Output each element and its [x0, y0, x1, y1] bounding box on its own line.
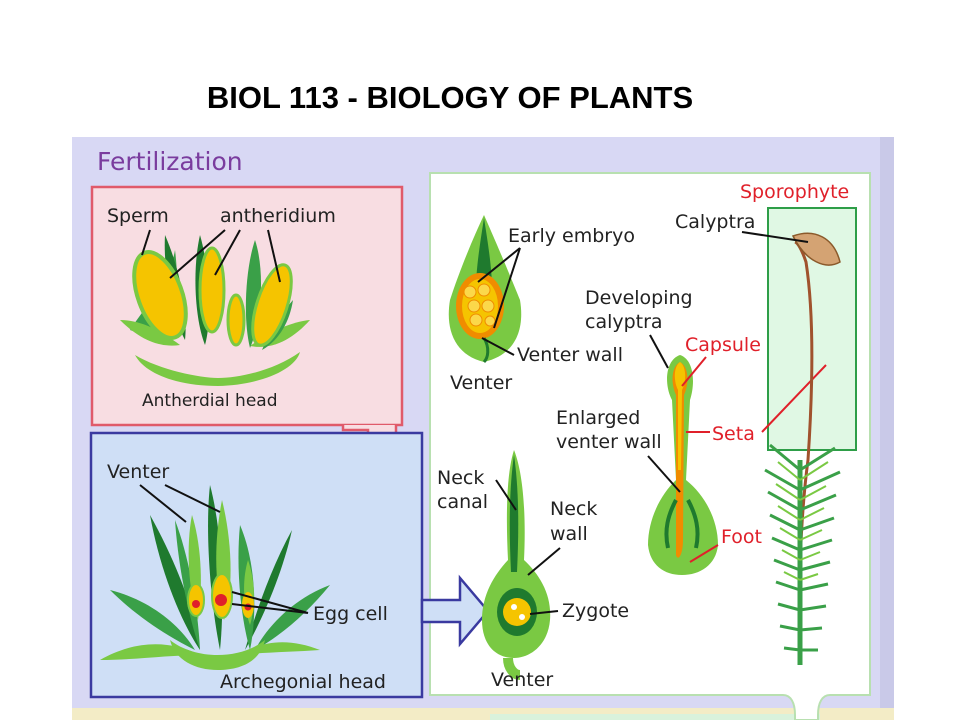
venter-wall-pointer: [481, 337, 515, 356]
diagram-right-border: [880, 137, 894, 720]
mature-moss: [764, 232, 841, 666]
enlarged-venter-wall-label-2: venter wall: [556, 431, 662, 453]
early-embryo-label: Early embryo: [508, 225, 635, 247]
antheridium-pointers: [169, 229, 281, 283]
neck-wall-label-1: Neck: [550, 498, 597, 520]
calyptra-label: Calyptra: [675, 211, 755, 233]
egg-cell-pointers: [231, 591, 309, 614]
calyptra-pointer: [741, 231, 809, 243]
diagram-bottom-green-strip: [490, 714, 820, 720]
right-arrow: [420, 574, 490, 648]
sperm-label: Sperm: [107, 205, 169, 227]
antheridium-label: antheridium: [220, 205, 336, 227]
developing-sporophyte: [648, 355, 718, 575]
neck-wall-pointer: [527, 547, 561, 576]
venter-bottom-label: Venter: [491, 669, 553, 691]
archegonial-panel: Venter Egg cell Archegonial head: [89, 431, 424, 699]
early-embryo-pointers: [477, 247, 521, 329]
seta-label: Seta: [712, 423, 755, 445]
zygote-pointer: [529, 610, 559, 615]
developing-calyptra-pointer: [649, 334, 669, 369]
egg-cell-label: Egg cell: [313, 603, 388, 625]
venter-label-archegonial: Venter: [107, 461, 169, 483]
enlarged-venter-wall-label-1: Enlarged: [556, 407, 640, 429]
neck-canal-pointer: [495, 479, 517, 511]
enlarged-venter-wall-pointer: [647, 455, 681, 493]
archegonium-zygote: [482, 450, 551, 680]
venter-top-label: Venter: [450, 372, 512, 394]
venter-pointers: [139, 484, 221, 523]
zygote-label: Zygote: [562, 600, 629, 622]
sperm-pointer: [141, 229, 151, 256]
capsule-pointer: [681, 356, 707, 387]
sporophyte-label: Sporophyte: [740, 181, 849, 203]
antheridial-panel: Sperm antheridium Antherdial head: [90, 185, 404, 427]
neck-wall-label-2: wall: [550, 523, 588, 545]
archegonial-leaves: [100, 485, 330, 670]
moss-leaves: [764, 443, 841, 652]
developing-calyptra-label-2: calyptra: [585, 311, 663, 333]
venter-wall-label: Venter wall: [517, 344, 623, 366]
neck-canal-label-1: Neck: [437, 467, 484, 489]
fertilization-heading: Fertilization: [97, 147, 243, 176]
foot-pointer: [689, 544, 719, 563]
seta-pointers: [686, 364, 827, 433]
antheridial-head-caption: Antherdial head: [142, 391, 278, 411]
slide-title: BIOL 113 - BIOLOGY OF PLANTS: [206, 80, 694, 115]
developing-calyptra-label-1: Developing: [585, 287, 693, 309]
neck-canal-label-2: canal: [437, 491, 488, 513]
archegonia: [187, 500, 254, 625]
venter-early-embryo: [448, 215, 522, 364]
archegonial-head-caption: Archegonial head: [220, 671, 386, 693]
capsule-label: Capsule: [685, 334, 761, 356]
foot-label: Foot: [721, 526, 762, 548]
